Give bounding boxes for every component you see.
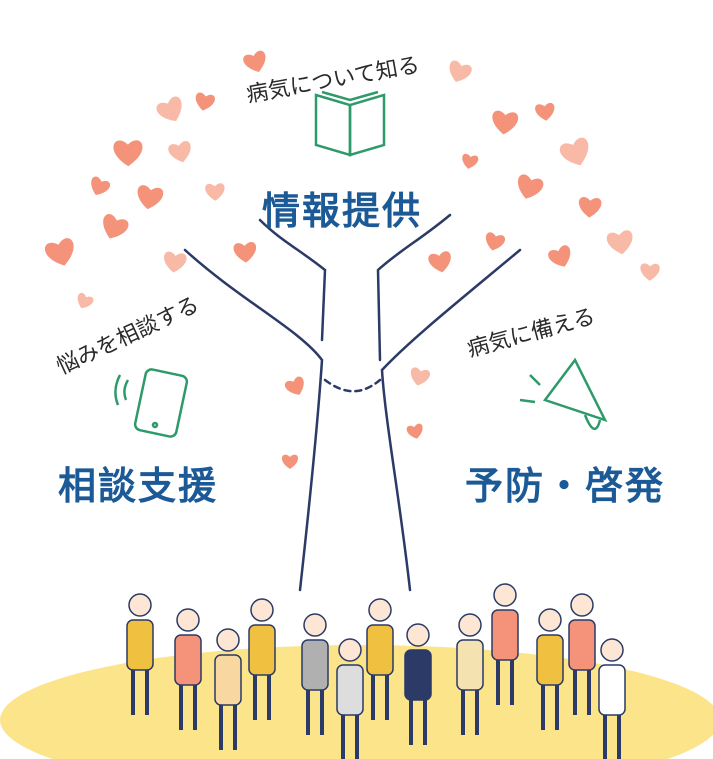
heart-icon (449, 60, 472, 82)
person (404, 623, 432, 745)
heart-icon (205, 183, 225, 201)
heart-icon (606, 230, 633, 255)
heart-icon (168, 141, 191, 163)
person (214, 628, 242, 750)
person (366, 598, 394, 720)
heart-icon (233, 241, 257, 263)
heart-icon (640, 263, 660, 281)
heart-icon (164, 251, 187, 273)
person (536, 608, 564, 730)
heart-icon (410, 367, 431, 386)
heart-icon (485, 232, 506, 251)
person (568, 593, 596, 715)
heart-icon (45, 238, 74, 266)
tree-trunk (183, 213, 522, 592)
person (491, 583, 519, 705)
open-book-icon (314, 90, 386, 157)
heart-icon (284, 376, 304, 395)
heart-icon (428, 251, 451, 273)
smartphone-icon (114, 368, 189, 438)
heart-icon (156, 96, 182, 122)
heart-icon (103, 214, 129, 239)
person (174, 608, 202, 730)
heart-icon (406, 423, 423, 439)
heart-icon (462, 153, 479, 169)
megaphone-icon (519, 357, 608, 430)
heart-icon (195, 92, 215, 111)
heart-icon (91, 176, 111, 195)
people-group (126, 583, 626, 759)
heart-icon (559, 137, 589, 166)
person (126, 593, 154, 715)
person (598, 638, 626, 759)
heart-icon (535, 102, 555, 121)
person (456, 613, 484, 735)
heart-icon (113, 140, 143, 167)
heart-icon (243, 50, 266, 72)
person (248, 598, 276, 720)
heart-icon (492, 110, 519, 135)
right-title: 予防・啓発 (465, 464, 666, 508)
heart-icon (137, 185, 164, 210)
hearts (45, 50, 660, 469)
person (336, 638, 364, 759)
heart-icon (281, 454, 299, 469)
heart-icon (578, 197, 602, 218)
heart-icon (518, 174, 544, 199)
person (301, 613, 329, 735)
heart-icon (77, 292, 94, 309)
heart-icon (548, 245, 571, 267)
left-title: 相談支援 (58, 464, 219, 508)
top-title: 情報提供 (262, 189, 423, 233)
